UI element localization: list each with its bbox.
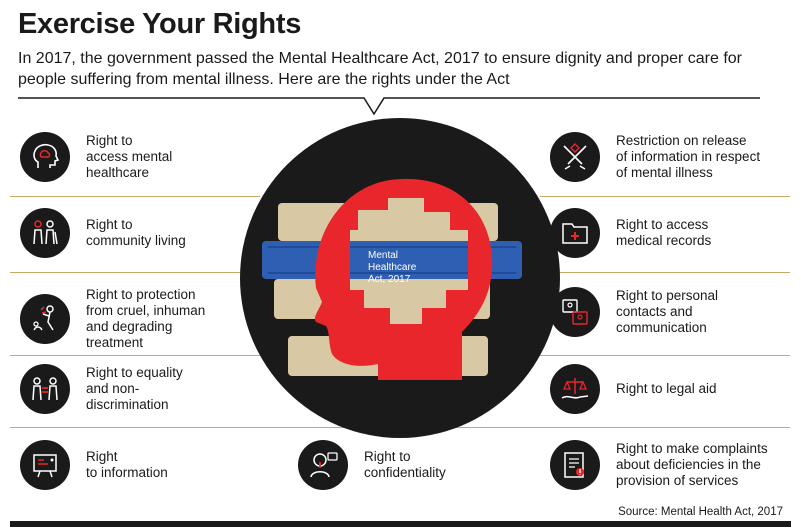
information-board-icon xyxy=(20,440,70,490)
legal-scale-icon xyxy=(550,364,600,414)
intro-text: In 2017, the government passed the Menta… xyxy=(18,50,743,88)
complaint-form-icon xyxy=(550,440,600,490)
right-label: Right to protection from cruel, inhuman … xyxy=(86,287,206,350)
right-label: Right to personal contacts and communica… xyxy=(616,288,719,335)
right-item-complaints: Right to make complaints about deficienc… xyxy=(550,440,768,490)
right-label: Right to equality and non- discriminatio… xyxy=(86,365,183,412)
secret-person-icon xyxy=(298,440,348,490)
right-item-information: Right to information xyxy=(20,440,168,490)
right-label: Right to access mental healthcare xyxy=(86,133,173,180)
book-label-line1: Mental xyxy=(368,250,398,261)
family-icon xyxy=(20,208,70,258)
source-note: Source: Mental Health Act, 2017 xyxy=(618,506,783,518)
page-title: Exercise Your Rights xyxy=(18,8,302,40)
right-item-protection: Right to protection from cruel, inhuman … xyxy=(20,287,205,351)
right-label: Right to information xyxy=(86,449,168,480)
right-item-access-healthcare: Right to access mental healthcare xyxy=(20,132,172,182)
intro-callout-line xyxy=(18,97,760,116)
divider xyxy=(540,272,790,273)
divider xyxy=(540,196,790,197)
right-item-legal-aid: Right to legal aid xyxy=(550,364,717,414)
right-label: Right to confidentiality xyxy=(364,449,446,480)
right-label: Right to legal aid xyxy=(616,381,717,396)
equality-icon xyxy=(20,364,70,414)
book-label-line2: Healthcare xyxy=(368,262,417,273)
right-label: Restriction on release of information in… xyxy=(616,133,761,180)
divider xyxy=(10,355,260,356)
right-item-equality: Right to equality and non- discriminatio… xyxy=(20,364,183,414)
brain-head-icon xyxy=(20,132,70,182)
bottom-bar xyxy=(10,521,791,527)
right-item-restriction: Restriction on release of information in… xyxy=(550,132,760,182)
medical-records-icon xyxy=(550,208,600,258)
right-item-medical-records: Right to access medical records xyxy=(550,208,711,258)
divider xyxy=(540,355,790,356)
right-label: Right to community living xyxy=(86,217,186,248)
crossed-swords-icon xyxy=(550,132,600,182)
central-illustration: Mental Healthcare Act, 2017 xyxy=(240,118,560,438)
right-item-community-living: Right to community living xyxy=(20,208,186,258)
right-item-personal-contacts: Right to personal contacts and communica… xyxy=(550,287,718,337)
right-label: Right to access medical records xyxy=(616,217,712,248)
abuse-icon xyxy=(20,294,70,344)
divider xyxy=(10,272,260,273)
right-label: Right to make complaints about deficienc… xyxy=(616,441,768,488)
book-label-line3: Act, 2017 xyxy=(368,274,411,285)
right-item-confidentiality: Right to confidentiality xyxy=(298,440,446,490)
contacts-icon xyxy=(550,287,600,337)
divider xyxy=(10,196,260,197)
